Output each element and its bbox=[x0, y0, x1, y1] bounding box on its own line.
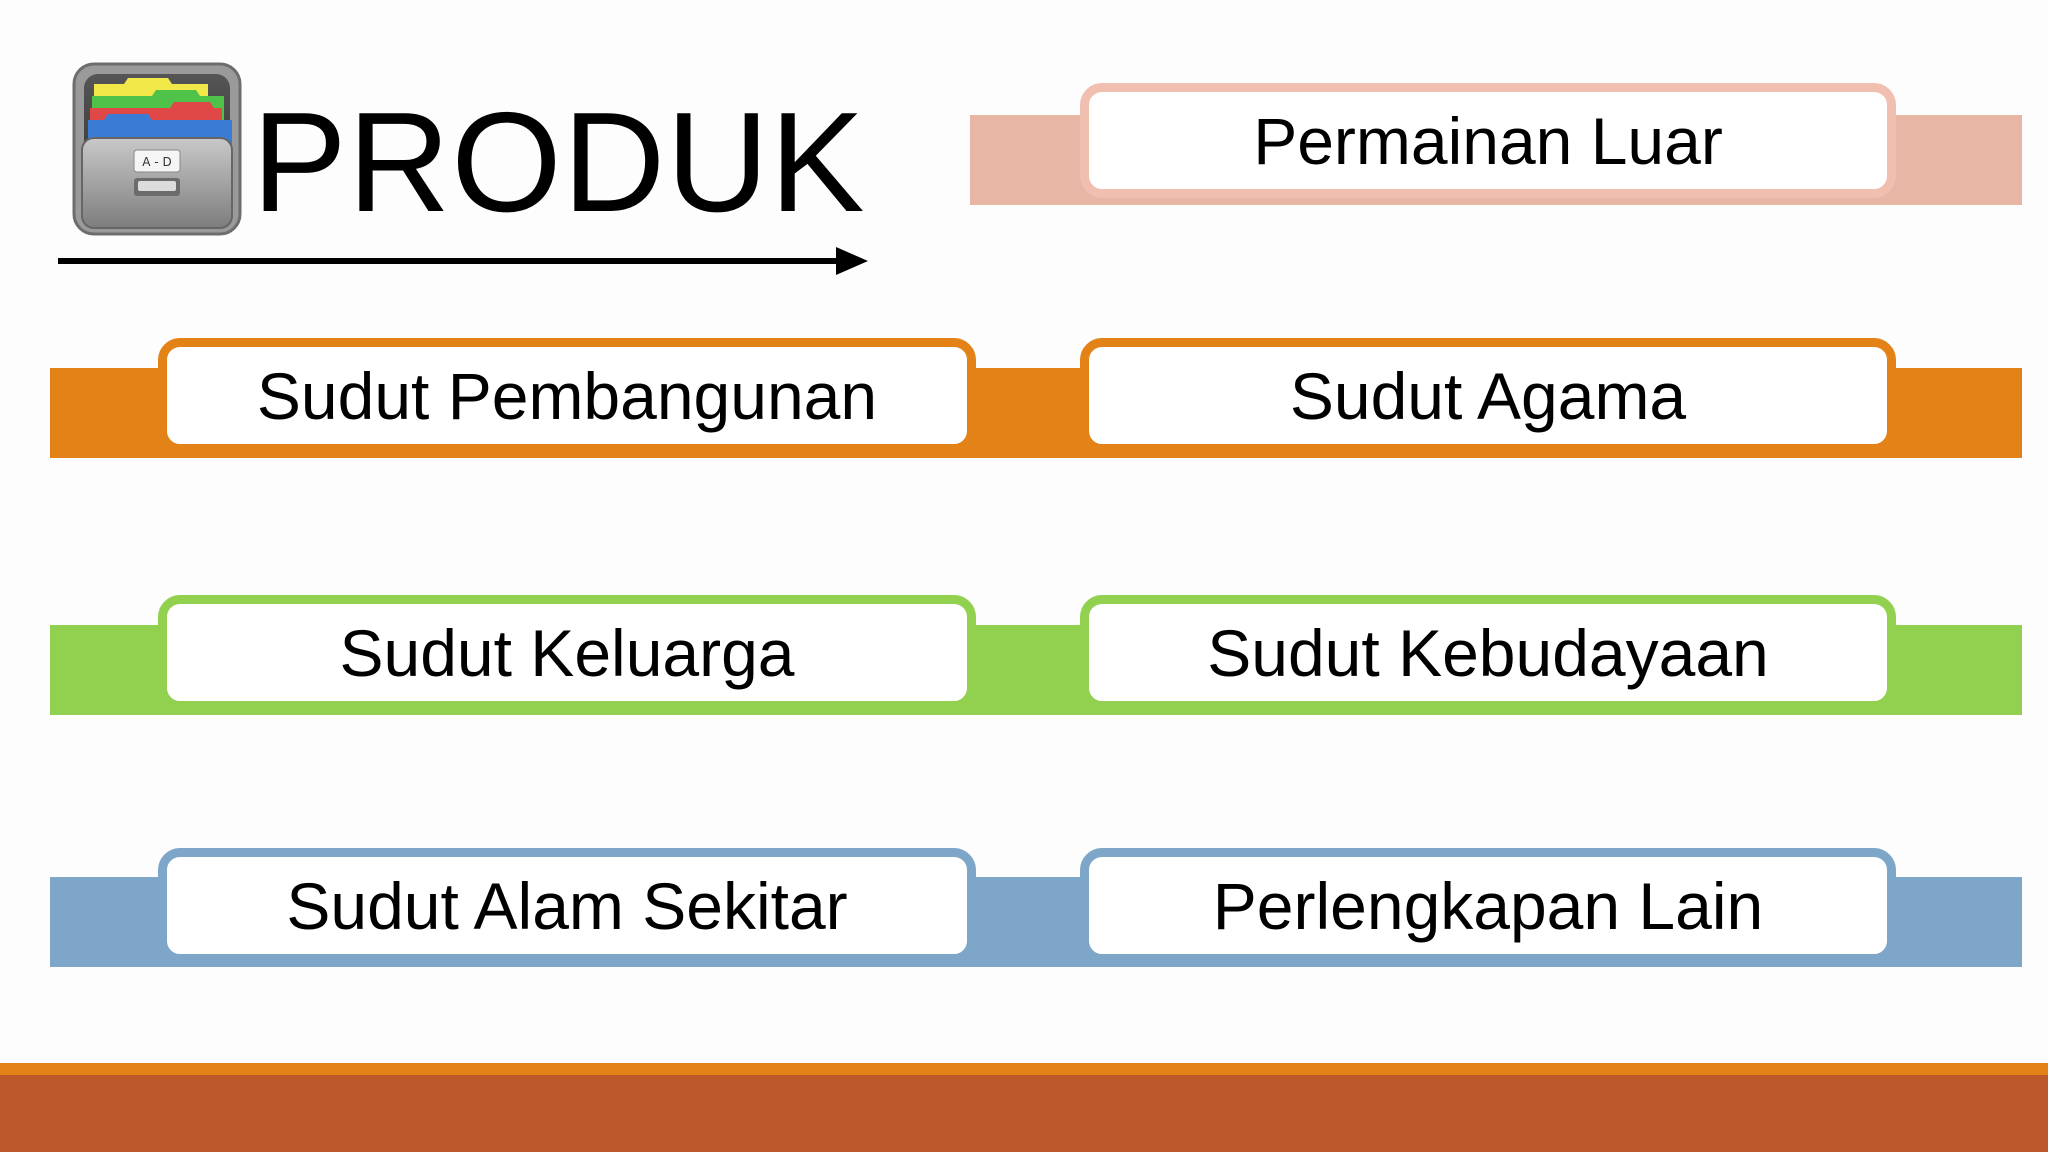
category-sudut-pembangunan[interactable]: Sudut Pembangunan bbox=[158, 338, 976, 453]
svg-text:A - D: A - D bbox=[142, 155, 171, 169]
category-label: Sudut Kebudayaan bbox=[1207, 615, 1769, 690]
category-label: Sudut Keluarga bbox=[339, 615, 795, 690]
category-label: Sudut Agama bbox=[1289, 358, 1687, 433]
category-label: Sudut Pembangunan bbox=[256, 358, 878, 433]
category-label: Permainan Luar bbox=[1253, 103, 1723, 178]
category-sudut-kebudayaan[interactable]: Sudut Kebudayaan bbox=[1080, 595, 1896, 710]
footer-accent-line bbox=[0, 1063, 2048, 1075]
footer-bar bbox=[0, 1075, 2048, 1152]
category-permainan-luar[interactable]: Permainan Luar bbox=[1080, 83, 1896, 198]
category-label: Perlengkapan Lain bbox=[1212, 868, 1764, 943]
arrow-right-icon bbox=[56, 244, 868, 278]
category-sudut-alam-sekitar[interactable]: Sudut Alam Sekitar bbox=[158, 848, 976, 963]
category-sudut-keluarga[interactable]: Sudut Keluarga bbox=[158, 595, 976, 710]
card-file-cabinet-icon: A - D bbox=[72, 62, 242, 236]
category-perlengkapan-lain[interactable]: Perlengkapan Lain bbox=[1080, 848, 1896, 963]
page-title: PRODUK bbox=[252, 83, 866, 242]
category-label: Sudut Alam Sekitar bbox=[286, 868, 848, 943]
category-sudut-agama[interactable]: Sudut Agama bbox=[1080, 338, 1896, 453]
